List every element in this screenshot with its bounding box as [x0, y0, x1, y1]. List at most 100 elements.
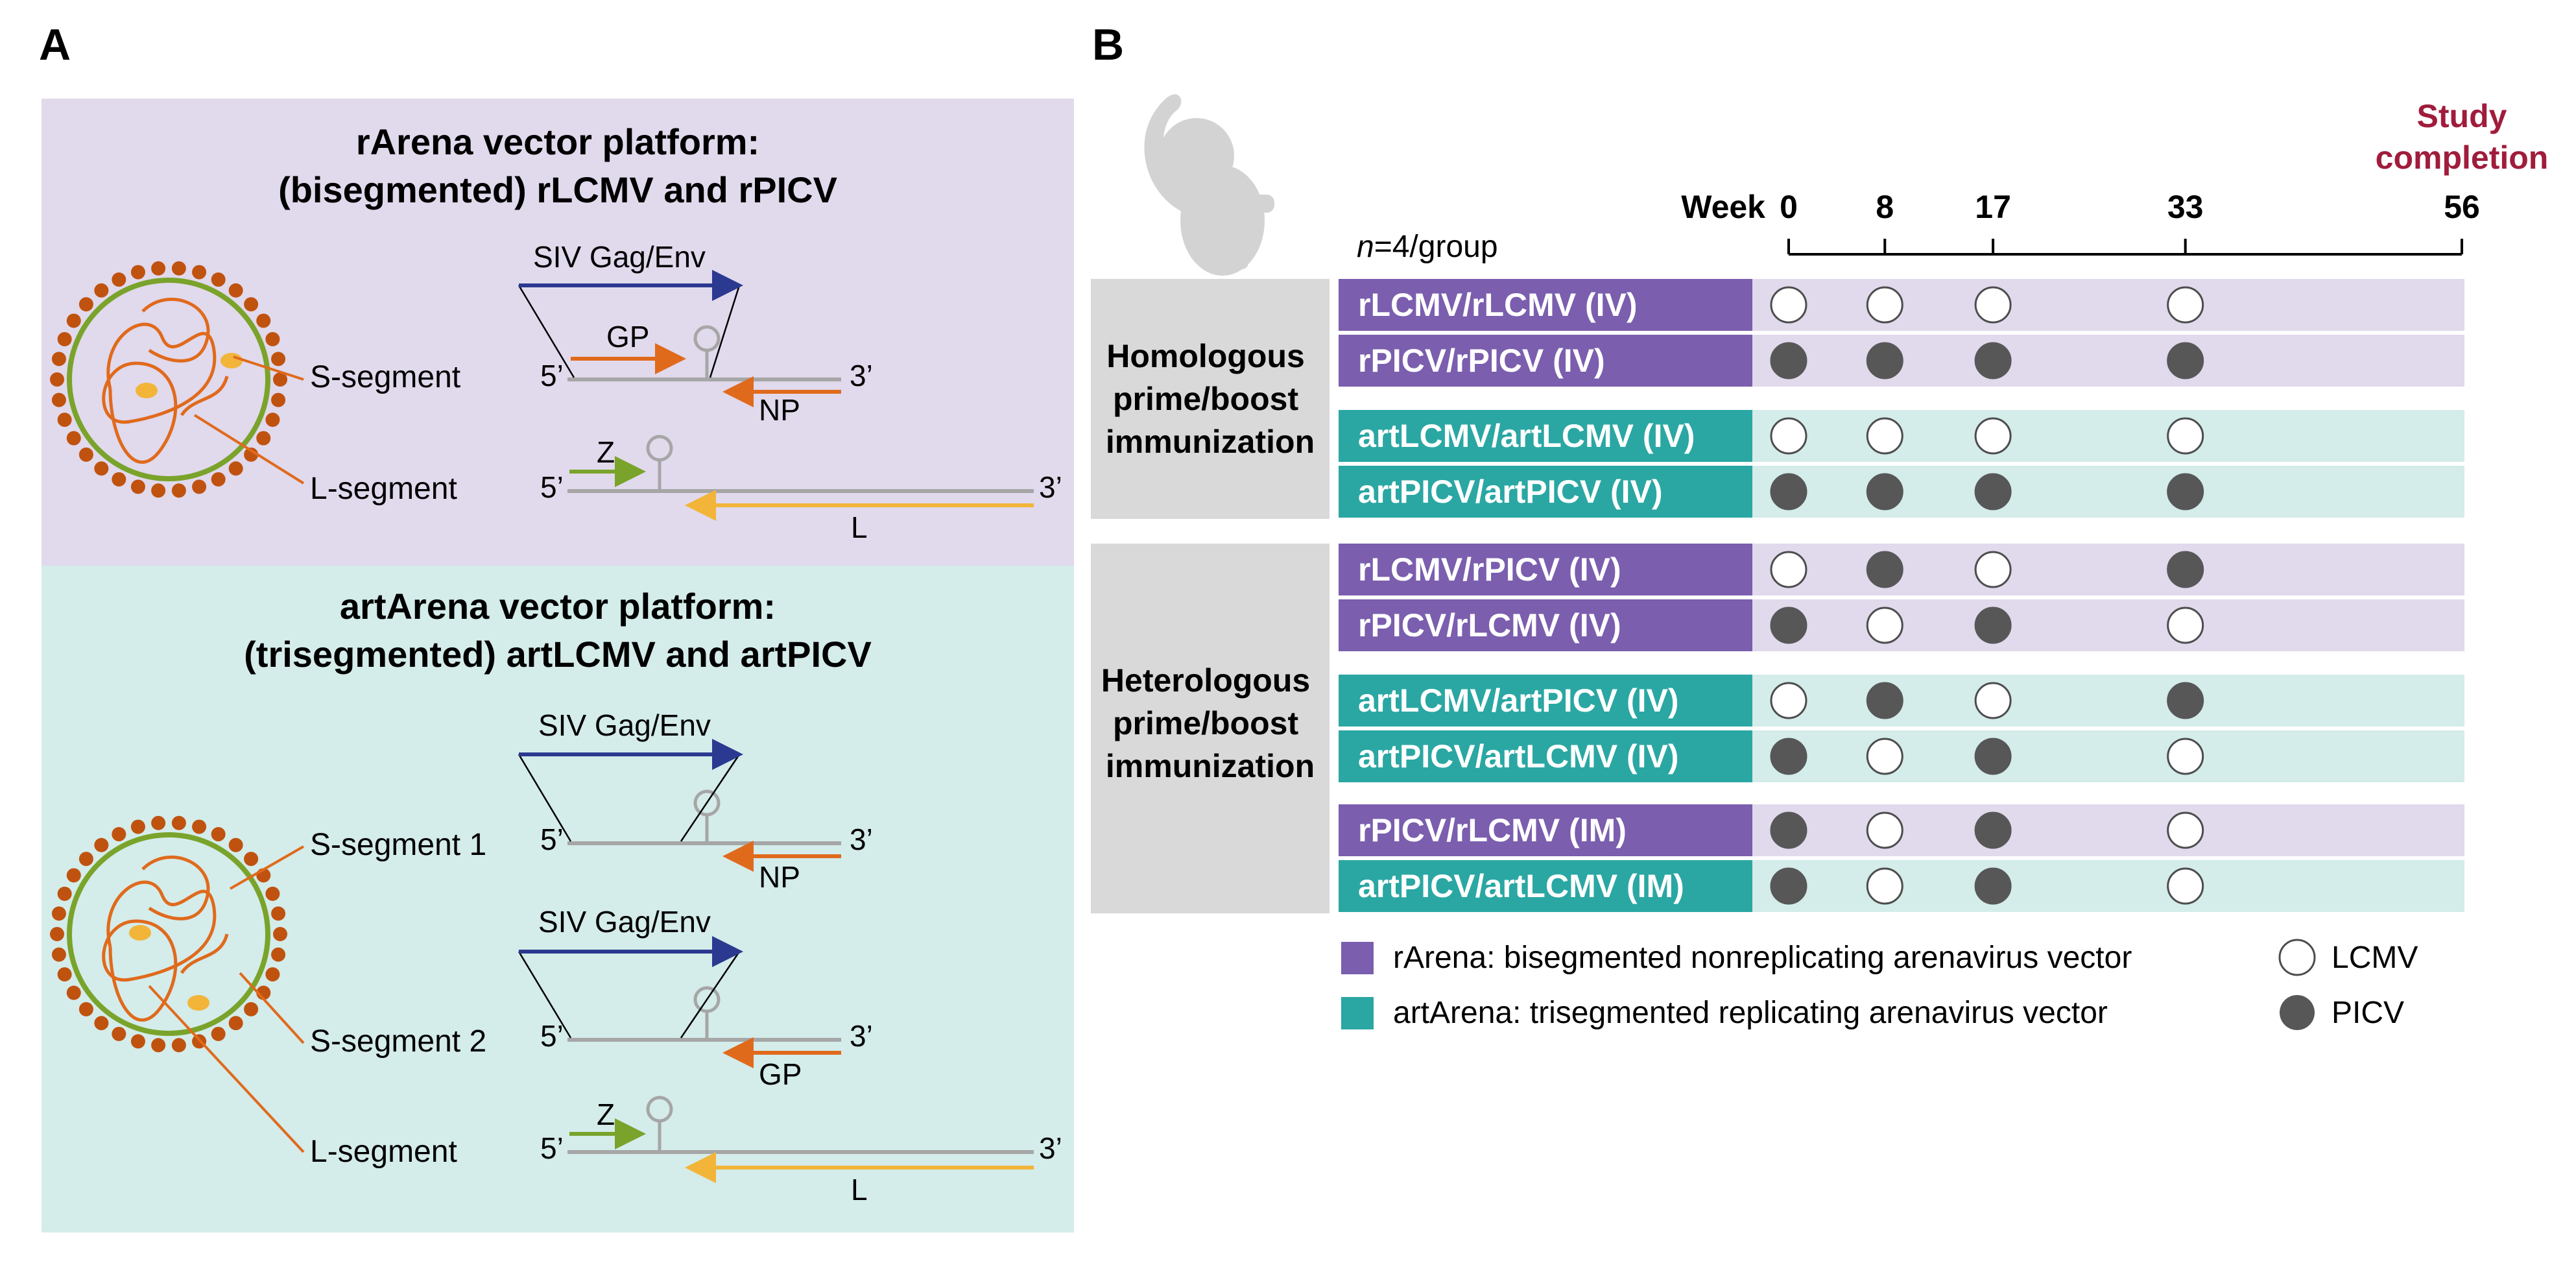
legend-picv-label: PICV	[2332, 996, 2404, 1030]
capsid-dot	[273, 372, 287, 387]
artarena-l-segment-genome	[567, 1096, 1034, 1183]
dose-marker-lcmv	[1866, 286, 1903, 324]
artarena-siv-label-2: SIV Gag/Env	[538, 905, 711, 939]
row-label: artPICV/artLCMV (IV)	[1358, 738, 1679, 775]
regimen-row: artPICV/artPICV (IV)	[1339, 466, 2464, 518]
regimen-row: rLCMV/rPICV (IV)	[1339, 544, 2464, 595]
artarena-l-three-prime: 3’	[1039, 1131, 1062, 1165]
homologous-line2: prime/boost	[1113, 381, 1298, 417]
capsid-dot	[57, 886, 72, 901]
rarena-l-segment-genome	[567, 435, 1034, 521]
heterologous-line2: prime/boost	[1113, 705, 1298, 741]
capsid-dot	[228, 837, 243, 852]
capsid-dot	[78, 297, 93, 312]
capsid-dot	[57, 967, 72, 982]
week-tick-label: 33	[2167, 189, 2204, 225]
capsid-dot	[244, 297, 259, 312]
artarena-title-line1: artArena vector platform:	[340, 586, 776, 627]
capsid-dot	[51, 947, 66, 962]
row-label-box	[1339, 804, 1752, 856]
row-label: artPICV/artPICV (IV)	[1358, 474, 1663, 510]
macaque-icon	[1144, 94, 1274, 276]
dose-marker-picv	[1770, 811, 1807, 849]
legend-rarena-swatch	[1341, 942, 1374, 974]
heterologous-group-box	[1091, 544, 1330, 913]
capsid-dot	[271, 906, 286, 921]
rarena-platform-box	[42, 99, 1074, 566]
week-tick-label: 0	[1780, 189, 1798, 225]
dose-marker-lcmv	[1974, 551, 2012, 588]
artarena-virion-illustration	[50, 815, 305, 1153]
dose-marker-picv	[1866, 342, 1903, 379]
dose-marker-lcmv	[2167, 606, 2204, 644]
legend-artarena-label: artArena: trisegmented replicating arena…	[1393, 996, 2108, 1030]
dose-marker-picv	[1974, 811, 2012, 849]
capsid-dot	[265, 967, 280, 982]
dose-marker-picv	[1974, 473, 2012, 510]
dose-marker-picv	[1974, 342, 2012, 379]
capsid-dot	[265, 413, 280, 427]
capsid-dot	[211, 272, 226, 287]
regimen-row: artLCMV/artLCMV (IV)	[1339, 410, 2464, 462]
dose-marker-picv	[1974, 606, 2012, 644]
artarena-z-label: Z	[597, 1098, 615, 1131]
capsid-dot	[50, 927, 64, 941]
capsid-dot	[211, 1026, 226, 1041]
capsid-dot	[112, 1026, 126, 1041]
capsid-dot	[271, 352, 286, 366]
dose-marker-lcmv	[1866, 738, 1903, 775]
row-schedule-band	[1752, 730, 2464, 782]
row-label: artPICV/artLCMV (IM)	[1358, 868, 1684, 904]
capsid-dot	[192, 819, 207, 834]
dose-marker-lcmv	[1770, 551, 1807, 588]
rarena-l-five-prime: 5’	[540, 470, 564, 504]
study-completion-line1: Study	[2417, 98, 2507, 134]
dose-marker-picv	[1866, 682, 1903, 719]
legend-lcmv-label: LCMV	[2332, 941, 2418, 975]
capsid-dot	[271, 947, 286, 962]
row-label-box	[1339, 466, 1752, 518]
dose-marker-picv	[1866, 551, 1903, 588]
dose-marker-picv	[2167, 682, 2204, 719]
regimen-row: rLCMV/rLCMV (IV)	[1339, 279, 2464, 331]
capsid-dot	[192, 479, 207, 494]
regimen-row: artPICV/artLCMV (IM)	[1339, 860, 2464, 912]
capsid-dot	[130, 479, 145, 494]
legend-artarena-swatch	[1341, 997, 1374, 1029]
dose-marker-lcmv	[1974, 286, 2012, 324]
row-schedule-band	[1752, 279, 2464, 331]
capsid-dot	[78, 852, 93, 867]
dose-marker-picv	[2167, 551, 2204, 588]
capsid-dot	[256, 431, 271, 446]
capsid-dot	[66, 313, 81, 328]
dose-marker-picv	[1974, 738, 2012, 775]
group-size-n: n	[1357, 230, 1374, 264]
row-label: rPICV/rPICV (IV)	[1358, 342, 1605, 379]
capsid-dot	[244, 852, 259, 867]
regimen-row: artLCMV/artPICV (IV)	[1339, 675, 2464, 727]
artarena-s-segment2-label: S-segment 2	[310, 1024, 486, 1059]
capsid-dot	[51, 352, 66, 366]
rarena-gp-label: GP	[606, 320, 649, 354]
row-schedule-band	[1752, 860, 2464, 912]
capsid-dot	[94, 1016, 109, 1031]
rarena-s-segment-label: S-segment	[310, 360, 460, 394]
capsid-dot	[112, 272, 126, 287]
capsid-dot	[78, 1002, 93, 1016]
artarena-s-segment1-label: S-segment 1	[310, 828, 486, 862]
rarena-siv-label: SIV Gag/Env	[533, 240, 706, 274]
rarena-virion-illustration	[50, 261, 305, 498]
row-schedule-band	[1752, 544, 2464, 595]
artarena-siv-label-1: SIV Gag/Env	[538, 708, 711, 742]
rarena-s-five-prime: 5’	[540, 359, 564, 392]
artarena-l-gene-label: L	[851, 1173, 868, 1207]
dose-marker-picv	[1770, 606, 1807, 644]
row-label-box	[1339, 279, 1752, 331]
row-label-box	[1339, 675, 1752, 727]
row-label: rPICV/rLCMV (IM)	[1358, 812, 1627, 848]
capsid-dot	[228, 461, 243, 476]
dose-marker-lcmv	[2167, 738, 2204, 775]
rarena-l-gene-label: L	[851, 510, 868, 544]
capsid-dot	[94, 283, 109, 298]
